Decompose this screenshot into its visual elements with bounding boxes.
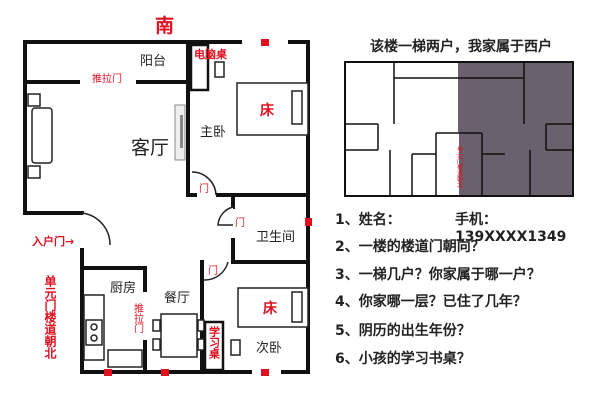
second-bed-label: 床: [263, 300, 278, 317]
room-living-room: 客厅: [131, 137, 169, 159]
window-icon: [305, 218, 312, 226]
layout-caption: 该楼一梯两户，我家属于西户: [370, 39, 552, 55]
sofa-icon: [31, 107, 53, 164]
compass-south: 南: [155, 15, 174, 37]
question-5: 5、阴历的出生年份？: [335, 323, 471, 339]
bathroom-door-label: 门: [235, 216, 245, 229]
chair-icon: [214, 61, 225, 78]
window-icon: [261, 39, 269, 46]
sink-icon: [107, 349, 143, 368]
question-1: 1、姓名：: [335, 212, 401, 228]
chair-icon: [152, 319, 161, 332]
tv-icon: [180, 115, 183, 148]
mini-floor-plan: 单元门楼道朝北: [344, 61, 574, 197]
master-door-swing: [191, 171, 217, 196]
pillow-icon: [291, 291, 303, 323]
room-balcony: 阳台: [140, 54, 166, 69]
stove-icon: [85, 319, 103, 346]
room-second-bedroom: 次卧: [256, 340, 282, 356]
chair-icon: [197, 338, 205, 351]
bedroom-door-label: 门: [208, 264, 218, 277]
computer-desk-label: 电脑桌: [194, 47, 228, 61]
phone-number: 手机：139XXXX1349: [455, 212, 567, 245]
walls: [23, 40, 310, 374]
room-kitchen: 厨房: [110, 280, 136, 296]
sliding-door-label: 推拉门: [92, 72, 122, 85]
room-bathroom: 卫生间: [256, 230, 295, 245]
question-6: 6、小孩的学习书桌？: [335, 351, 471, 367]
master-door-label: 门: [199, 182, 209, 195]
question-4: 4、你家哪一层？已住了几年？: [335, 294, 527, 310]
stairwell-label: 单元门楼道朝北: [43, 274, 57, 360]
pillow-icon: [291, 90, 303, 125]
chair-icon: [152, 338, 161, 351]
room-master-bedroom: 主卧: [200, 125, 226, 140]
master-bed-label: 床: [260, 102, 275, 119]
window-icon: [104, 369, 112, 376]
side-table-icon: [27, 93, 41, 107]
window-icon: [261, 369, 269, 376]
chair-icon: [230, 339, 241, 356]
study-desk-label: 学习桌: [208, 325, 222, 360]
kitchen-sliding-door-label: 推拉门: [132, 302, 144, 334]
computer-desk: [189, 43, 210, 92]
windows: [104, 39, 312, 376]
question-2: 2、一楼的楼道门朝向？: [335, 239, 485, 255]
room-dining-room: 餐厅: [164, 290, 190, 306]
mini-stairwell-label: 单元门楼道朝北: [456, 145, 463, 189]
bedroom-door-swing: [203, 261, 229, 281]
question-3: 3、一梯几户？你家属于哪一户？: [335, 267, 541, 283]
dining-table-icon: [160, 313, 198, 358]
entrance-door-swing: [81, 212, 111, 246]
study-desk: [203, 320, 225, 372]
chair-icon: [197, 319, 205, 332]
west-unit-highlight: [458, 62, 573, 196]
entrance-door-label: 入户门→: [32, 234, 74, 248]
side-table-icon: [27, 165, 41, 179]
window-icon: [161, 369, 169, 376]
bathroom-door-swing: [217, 206, 234, 226]
